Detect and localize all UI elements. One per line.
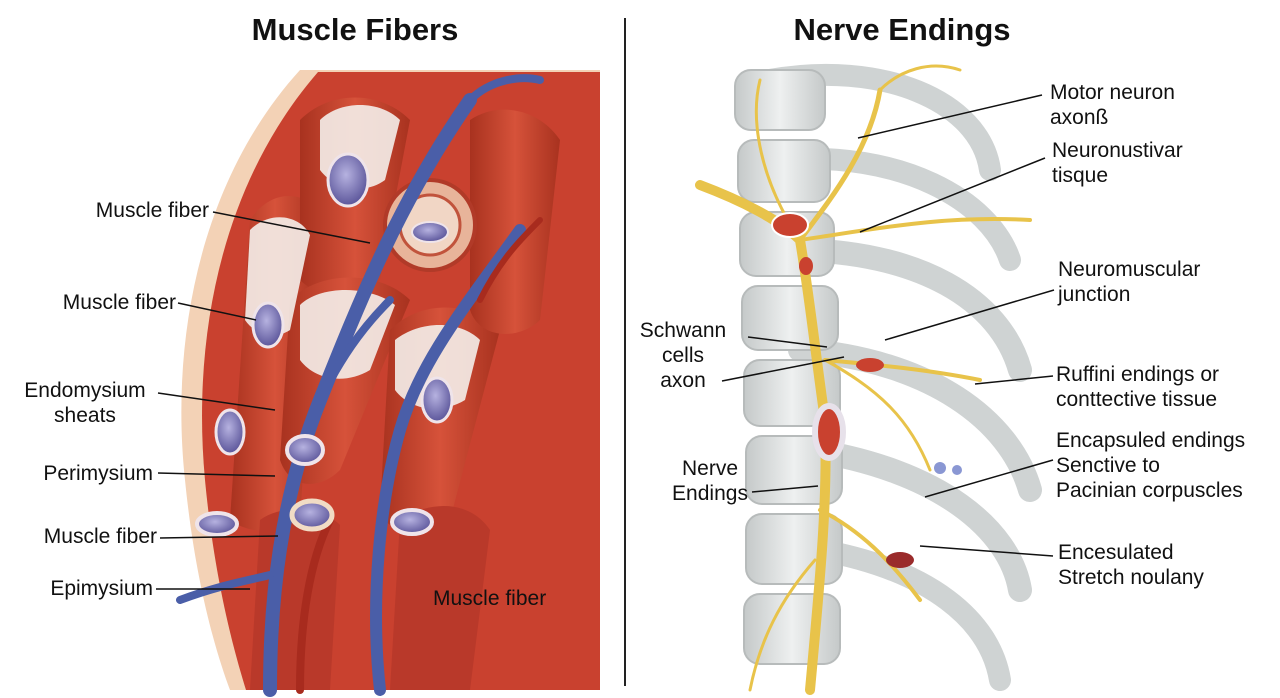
label-muscle-fiber-1: Muscle fiber — [95, 199, 209, 222]
muscle-nuclei — [195, 152, 454, 537]
label-muscle-fiber-4: Muscle fiber — [433, 587, 547, 610]
label-muscle-fiber-3: Muscle fiber — [43, 525, 157, 548]
blood-vessels — [176, 74, 544, 697]
muscle-illustration — [156, 70, 600, 697]
arteries — [296, 217, 543, 694]
label-neuronustivar-tisque: Neuronustivar tisque — [1052, 139, 1183, 187]
label-encapsuled-endings: Encapsuled endings Senctive to Pacinian … — [1056, 429, 1246, 502]
label-encesulated-stretch: Encesulated Stretch noulany — [1058, 541, 1204, 589]
nerve-fibers — [695, 64, 1032, 695]
label-ruffini-endings: Ruffini endings or conttective tissue — [1056, 363, 1220, 411]
muscle-leader-lines — [156, 211, 371, 590]
nerve-endings-title: Nerve Endings — [793, 12, 1011, 47]
nerve-illustration — [695, 63, 1055, 695]
panel-divider — [624, 18, 626, 686]
label-epimysium: Epimysium — [50, 577, 153, 600]
label-endomysium: Endomysium sheats — [24, 379, 146, 427]
muscle-fibers-title: Muscle Fibers — [251, 12, 459, 47]
label-nerve-endings: Nerve Endings — [672, 457, 748, 505]
label-muscle-fiber-2: Muscle fiber — [62, 291, 176, 314]
label-perimysium: Perimysium — [43, 462, 153, 485]
label-neuromuscular-junction: Neuromuscular junction — [1058, 258, 1201, 306]
label-schwann-cells-axon: Schwann cells axon — [639, 319, 727, 392]
nerve-structures — [771, 212, 962, 568]
label-motor-neuron-axon: Motor neuron axonß — [1050, 81, 1175, 129]
nerve-leader-lines — [721, 94, 1055, 557]
vertebral-column — [734, 69, 843, 665]
